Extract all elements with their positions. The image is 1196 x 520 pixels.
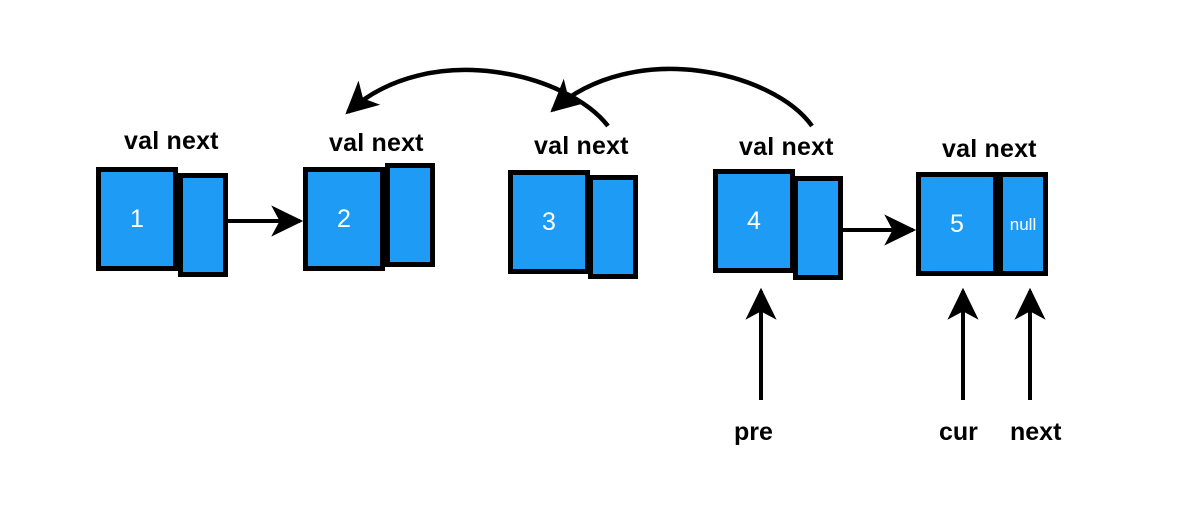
node-3-next-box xyxy=(588,175,638,279)
node-2-next-box xyxy=(385,163,435,267)
pointer-next-label: next xyxy=(1010,418,1062,446)
node-5-next-box: null xyxy=(998,172,1048,276)
node-4-header: val next xyxy=(739,133,834,161)
node-5-header: val next xyxy=(942,135,1037,163)
pointer-pre-label: pre xyxy=(734,418,773,446)
node-1-val: 1 xyxy=(130,204,144,233)
node-4-val-box: 4 xyxy=(713,169,795,273)
node-2-header: val next xyxy=(329,129,424,157)
node-3-header: val next xyxy=(534,132,629,160)
curve-4-to-3-arrow xyxy=(550,66,814,128)
node-2-val: 2 xyxy=(337,204,351,233)
node-3-val-box: 3 xyxy=(508,170,590,274)
node-5-val: 5 xyxy=(950,209,964,238)
curve-3-to-2-arrow xyxy=(345,67,610,128)
node-5-next: null xyxy=(1009,214,1037,234)
node-4-val: 4 xyxy=(747,206,761,235)
node-2-val-box: 2 xyxy=(303,167,385,271)
node-4-next-box xyxy=(793,176,843,280)
node-1-header: val next xyxy=(124,127,219,155)
node-3-val: 3 xyxy=(542,207,556,236)
pointer-cur-label: cur xyxy=(939,418,978,446)
node-1-val-box: 1 xyxy=(96,167,178,271)
node-5-val-box: 5 xyxy=(916,172,998,276)
node-1-next-box xyxy=(178,173,228,277)
